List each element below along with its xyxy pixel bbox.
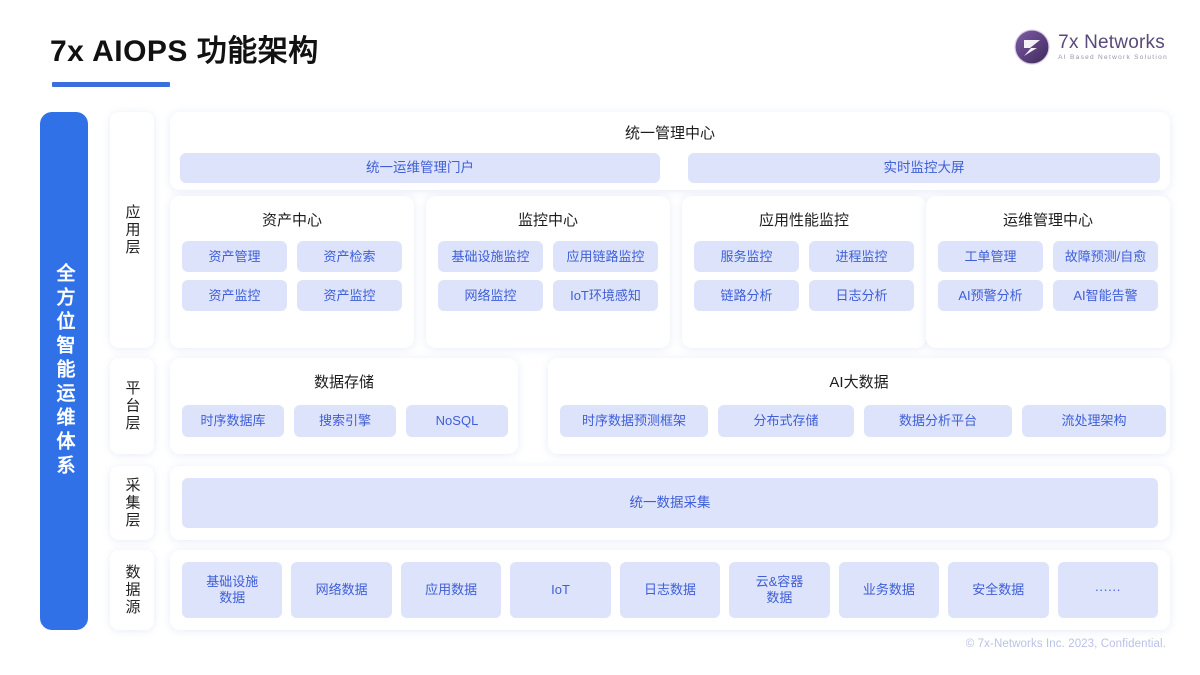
pill-business-data[interactable]: 业务数据 [838, 562, 940, 618]
app-card-title: 监控中心 [517, 212, 578, 229]
pill-more-ellipsis[interactable]: ······ [1057, 562, 1158, 618]
pill-network-monitoring[interactable]: 网络监控 [438, 280, 543, 311]
layer-label-text: 采集层 [123, 476, 141, 530]
pill-distributed-storage[interactable]: 分布式存储 [718, 405, 854, 437]
7x-swirl-logo-icon [1013, 28, 1051, 66]
data-source-layer-panel: 基础设施 数据 网络数据 应用数据 IoT 日志数据 云&容器 数据 业务数据 … [170, 550, 1170, 630]
unified-center-pill-row: 统一运维管理门户 实时监控大屏 [180, 153, 1160, 183]
unified-center-title: 统一管理中心 [624, 125, 715, 142]
platform-card-title: AI大数据 [829, 374, 889, 391]
pill-realtime-dashboard[interactable]: 实时监控大屏 [688, 153, 1160, 183]
pill-nosql[interactable]: NoSQL [406, 405, 508, 437]
page-title: 7x AIOPS 功能架构 [50, 35, 319, 68]
app-card-asset-center: 资产中心 资产管理 资产检索 资产监控 资产监控 [170, 196, 414, 348]
pill-infrastructure-data[interactable]: 基础设施 数据 [182, 562, 283, 618]
pill-log-data[interactable]: 日志数据 [619, 562, 721, 618]
layer-label-application: 应用层 [110, 112, 154, 348]
pill-ai-early-warning-analysis[interactable]: AI预警分析 [938, 280, 1043, 311]
layer-label-text: 应用层 [123, 203, 141, 257]
app-card-apm: 应用性能监控 服务监控 进程监控 链路分析 日志分析 [682, 196, 926, 348]
app-card-items: 资产管理 资产检索 资产监控 资产监控 [182, 241, 402, 311]
pill-ai-intelligent-alerting[interactable]: AI智能告警 [1053, 280, 1158, 311]
pill-asset-monitoring-1[interactable]: 资产监控 [182, 280, 287, 311]
layer-label-text: 平台层 [123, 379, 141, 433]
pill-stream-processing-architecture[interactable]: 流处理架构 [1022, 405, 1166, 437]
app-card-title: 运维管理中心 [1002, 212, 1093, 229]
app-card-items: 服务监控 进程监控 链路分析 日志分析 [694, 241, 914, 311]
pill-network-data[interactable]: 网络数据 [291, 562, 392, 618]
page-header: 7x AIOPS 功能架构 7x Networks AI Based Netwo… [0, 0, 1200, 100]
app-card-items: 工单管理 故障预测/自愈 AI预警分析 AI智能告警 [938, 241, 1158, 311]
platform-card-ai-bigdata: AI大数据 时序数据预测框架 分布式存储 数据分析平台 流处理架构 [548, 358, 1170, 454]
company-logo: 7x Networks AI Based Network Solution [1013, 28, 1168, 66]
system-vision-label: 全方位智能运维体系 [53, 263, 75, 479]
logo-tagline: AI Based Network Solution [1058, 53, 1168, 61]
layer-label-platform: 平台层 [110, 358, 154, 454]
pill-security-data[interactable]: 安全数据 [948, 562, 1049, 618]
pill-fault-prediction-self-healing[interactable]: 故障预测/自愈 [1053, 241, 1158, 272]
pill-service-monitoring[interactable]: 服务监控 [694, 241, 799, 272]
layer-label-datasource: 数据源 [110, 550, 154, 630]
pill-timeseries-forecast-framework[interactable]: 时序数据预测框架 [560, 405, 708, 437]
app-card-items: 基础设施监控 应用链路监控 网络监控 IoT环境感知 [438, 241, 658, 311]
app-card-title: 应用性能监控 [758, 212, 849, 229]
pill-unified-ops-portal[interactable]: 统一运维管理门户 [180, 153, 660, 183]
layer-label-collection: 采集层 [110, 466, 154, 540]
unified-management-center-panel: 统一管理中心 统一运维管理门户 实时监控大屏 [170, 112, 1170, 190]
app-card-monitoring-center: 监控中心 基础设施监控 应用链路监控 网络监控 IoT环境感知 [426, 196, 670, 348]
pill-data-analytics-platform[interactable]: 数据分析平台 [864, 405, 1012, 437]
pill-infrastructure-monitoring[interactable]: 基础设施监控 [438, 241, 543, 272]
pill-asset-monitoring-2[interactable]: 资产监控 [297, 280, 402, 311]
pill-search-engine[interactable]: 搜索引擎 [294, 405, 396, 437]
pill-application-trace-monitoring[interactable]: 应用链路监控 [553, 241, 658, 272]
logo-name: 7x Networks [1058, 31, 1165, 53]
pill-asset-search[interactable]: 资产检索 [297, 241, 402, 272]
system-vision-bar: 全方位智能运维体系 [40, 112, 88, 630]
pill-timeseries-database[interactable]: 时序数据库 [182, 405, 284, 437]
pill-trace-analysis[interactable]: 链路分析 [694, 280, 799, 311]
app-card-title: 资产中心 [261, 212, 322, 229]
collection-layer-panel: 统一数据采集 [170, 466, 1170, 540]
pill-log-analysis[interactable]: 日志分析 [809, 280, 914, 311]
pill-asset-management[interactable]: 资产管理 [182, 241, 287, 272]
platform-bigdata-items: 时序数据预测框架 分布式存储 数据分析平台 流处理架构 [560, 405, 1166, 437]
platform-card-data-storage: 数据存储 时序数据库 搜索引擎 NoSQL [170, 358, 518, 454]
data-source-items: 基础设施 数据 网络数据 应用数据 IoT 日志数据 云&容器 数据 业务数据 … [182, 562, 1158, 618]
pill-process-monitoring[interactable]: 进程监控 [809, 241, 914, 272]
layer-label-text: 数据源 [123, 563, 141, 617]
title-underline [52, 82, 170, 87]
pill-iot-data[interactable]: IoT [510, 562, 611, 618]
pill-iot-environment-sensing[interactable]: IoT环境感知 [553, 280, 658, 311]
pill-ticket-management[interactable]: 工单管理 [938, 241, 1043, 272]
pill-application-data[interactable]: 应用数据 [400, 562, 502, 618]
platform-card-title: 数据存储 [313, 374, 374, 391]
platform-storage-items: 时序数据库 搜索引擎 NoSQL [182, 405, 508, 437]
copyright-footer: © 7x-Networks Inc. 2023, Confidential. [965, 638, 1166, 650]
pill-unified-data-collection[interactable]: 统一数据采集 [182, 478, 1158, 528]
pill-cloud-container-data[interactable]: 云&容器 数据 [729, 562, 830, 618]
app-card-ops-management-center: 运维管理中心 工单管理 故障预测/自愈 AI预警分析 AI智能告警 [926, 196, 1170, 348]
